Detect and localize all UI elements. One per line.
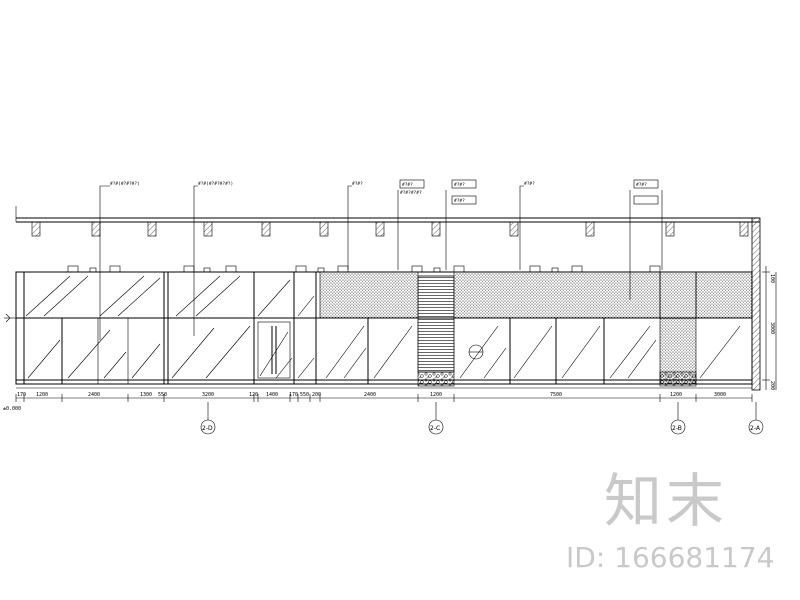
axis-bubble-3: [670, 419, 686, 435]
annotations: #?#(#?#?#?) #?#(#?#?#?#?) #?#? #?#? #?#?…: [99, 179, 663, 340]
dim-12: 2400: [364, 392, 376, 398]
ceiling-slab: [15, 206, 760, 237]
axis-label-1: 2-D: [202, 425, 213, 432]
dim-11: 200: [312, 392, 321, 398]
overall-height: 3000: [769, 322, 775, 334]
axis-label-2: 2-C: [430, 425, 440, 432]
watermark-id: ID: 166681174: [566, 541, 775, 574]
axis-label-3: 2-B: [672, 425, 682, 432]
tag-1: #?#?: [402, 182, 413, 188]
tag-4: #?#?: [636, 182, 647, 188]
dim-16: 3000: [714, 392, 726, 398]
dim-8: 1400: [266, 392, 278, 398]
note-3: #?#?: [352, 181, 363, 187]
dim-1: 170: [17, 392, 26, 398]
glass-partition-right: [319, 271, 753, 387]
dim-2: 1200: [36, 392, 48, 398]
watermark-logo: 知末: [604, 467, 729, 535]
note-5: #?#?#?#?: [400, 190, 422, 196]
height-segment-top: 100: [769, 274, 775, 283]
glass-partition-left: [23, 272, 317, 384]
axis-bubble-4: [748, 419, 764, 435]
note-2: #?#(#?#?#?#?): [198, 181, 233, 187]
tag-2: #?#?: [454, 182, 465, 188]
dim-4: 1300: [140, 392, 152, 398]
height-dimension: 100 3000 200: [762, 266, 777, 390]
axis-bubble-1: [200, 419, 216, 435]
height-segment-bottom: 200: [769, 381, 775, 390]
dim-7: 120: [249, 392, 258, 398]
dim-10: 550: [300, 392, 309, 398]
light-fittings: [67, 265, 661, 273]
dim-13: 1200: [430, 392, 442, 398]
dim-9: 170: [289, 392, 298, 398]
axis-label-4: 2-A: [750, 425, 761, 432]
tag-3: #?#?: [454, 198, 465, 204]
dim-5: 550: [158, 392, 167, 398]
level-marker: ±0.000: [3, 313, 21, 412]
dim-15: 1200: [670, 392, 682, 398]
note-1: #?#(#?#?#?): [110, 181, 140, 187]
axis-bubble-2: [428, 419, 444, 435]
axis-markers: 2-D 2-C 2-B 2-A: [200, 402, 764, 435]
dimension-chain: 170 1200 2400 1300 550 3200 120 1400 170…: [15, 392, 753, 402]
note-4: #?#?: [524, 181, 535, 187]
dim-3: 2400: [88, 392, 100, 398]
end-wall: [751, 217, 761, 391]
dim-14: 7500: [550, 392, 562, 398]
dim-6: 3200: [202, 392, 214, 398]
level-label: ±0.000: [3, 406, 21, 412]
